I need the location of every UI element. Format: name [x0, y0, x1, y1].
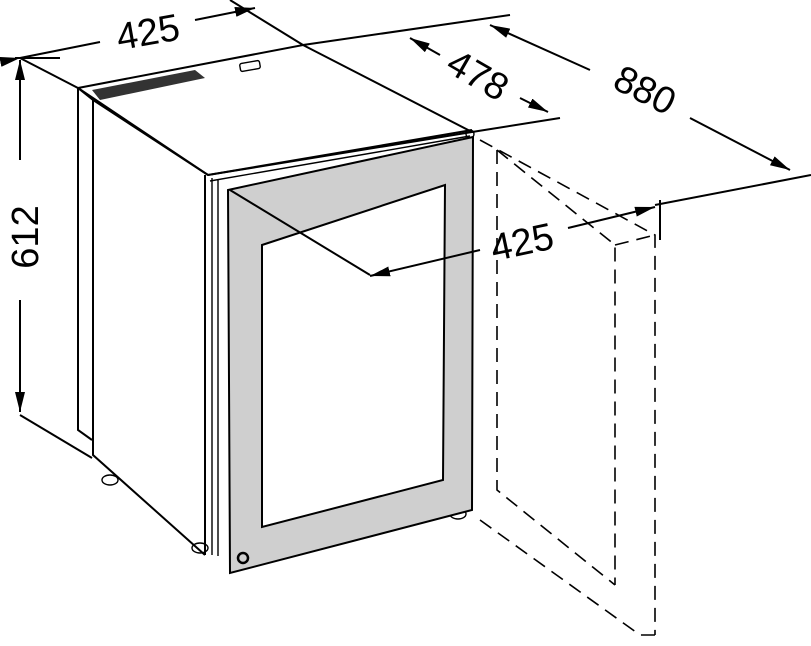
depth-label: 478: [440, 42, 516, 110]
open-door-outline: [479, 139, 656, 636]
handle-recess: [239, 59, 261, 73]
door-glass-pane: [261, 183, 447, 529]
cabinet-body: [19, 43, 476, 556]
lock-icon: [236, 551, 250, 565]
foot: [101, 474, 119, 486]
glass-door: [226, 135, 475, 575]
width-label: 425: [113, 7, 183, 59]
height-label: 612: [5, 205, 47, 268]
control-panel: [92, 70, 205, 100]
dimension-lines: [0, 0, 811, 412]
foot: [191, 542, 209, 554]
depth-door-open-label: 880: [607, 58, 683, 124]
